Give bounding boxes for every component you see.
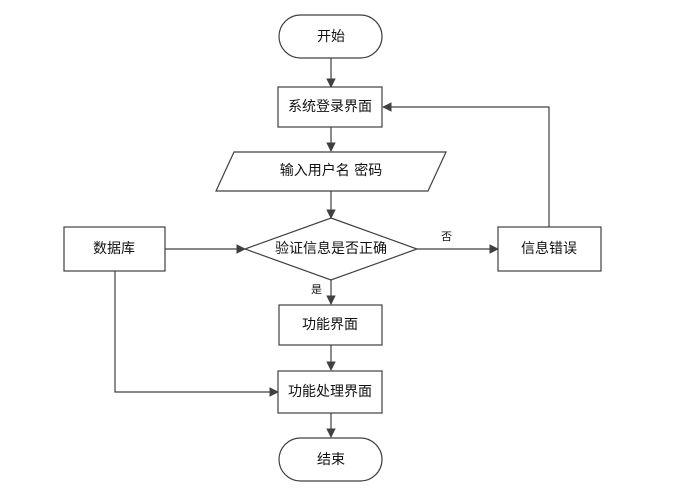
node-login: 系统登录界面 [277, 86, 383, 128]
verify-label: 验证信息是否正确 [275, 240, 387, 257]
verify-decision-shape [243, 217, 419, 281]
edge-label-yes: 是 [311, 283, 322, 296]
process-process-shape [277, 370, 383, 414]
node-start: 开始 [278, 14, 383, 59]
login-label: 系统登录界面 [288, 99, 372, 115]
node-end: 结束 [278, 437, 383, 482]
edges [114, 58, 550, 438]
process-label: 功能处理界面 [288, 384, 372, 400]
edge-database-to-process [114, 271, 279, 397]
node-database: 数据库 [63, 226, 166, 272]
node-error: 信息错误 [497, 226, 602, 272]
input-data-shape [215, 151, 447, 192]
database-label: 数据库 [93, 241, 135, 257]
edge-label-no: 否 [441, 230, 452, 243]
edge-error-to-login [382, 102, 550, 227]
error-label: 信息错误 [521, 240, 577, 257]
start-label: 开始 [317, 29, 345, 45]
end-label: 结束 [317, 452, 345, 468]
node-process: 功能处理界面 [277, 370, 383, 414]
function-process-shape [278, 304, 383, 346]
node-function: 功能界面 [278, 304, 383, 346]
input-label: 输入用户名 密码 [280, 162, 382, 179]
function-label: 功能界面 [302, 317, 358, 333]
node-verify: 验证信息是否正确 [243, 217, 419, 281]
end-terminal-shape [278, 437, 383, 482]
start-terminal-shape [278, 14, 383, 59]
login-process-shape [277, 86, 383, 128]
error-process-shape [497, 226, 602, 272]
database-process-shape [63, 226, 166, 272]
node-input: 输入用户名 密码 [215, 151, 447, 192]
